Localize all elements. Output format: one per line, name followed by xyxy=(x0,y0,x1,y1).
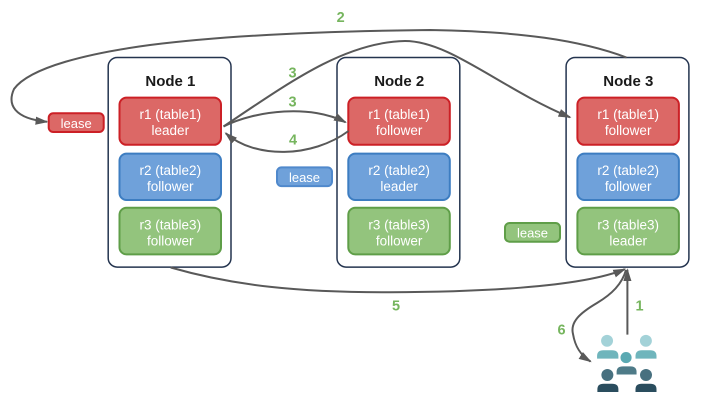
svg-text:5: 5 xyxy=(392,299,400,315)
svg-text:leader: leader xyxy=(152,123,190,138)
svg-text:3: 3 xyxy=(288,95,296,111)
svg-text:1: 1 xyxy=(635,299,643,315)
svg-text:r1 (table1): r1 (table1) xyxy=(140,107,202,122)
svg-text:r3 (table3): r3 (table3) xyxy=(140,217,202,232)
svg-text:Node 3: Node 3 xyxy=(603,73,653,90)
svg-text:r3 (table3): r3 (table3) xyxy=(368,217,430,232)
svg-text:follower: follower xyxy=(376,123,423,138)
svg-text:Node 2: Node 2 xyxy=(374,73,424,90)
svg-text:lease: lease xyxy=(289,170,320,185)
svg-text:lease: lease xyxy=(61,116,92,131)
svg-text:follower: follower xyxy=(605,179,652,194)
svg-text:Node 1: Node 1 xyxy=(145,73,195,90)
svg-text:follower: follower xyxy=(605,123,652,138)
svg-text:follower: follower xyxy=(147,179,194,194)
svg-text:r3 (table3): r3 (table3) xyxy=(597,217,659,232)
svg-text:3: 3 xyxy=(288,65,296,81)
svg-text:6: 6 xyxy=(557,323,565,339)
svg-text:r1 (table1): r1 (table1) xyxy=(368,107,430,122)
svg-text:4: 4 xyxy=(289,133,297,149)
svg-text:r2 (table2): r2 (table2) xyxy=(597,163,659,178)
svg-text:leader: leader xyxy=(609,233,647,248)
svg-text:lease: lease xyxy=(517,226,548,241)
svg-text:follower: follower xyxy=(376,233,423,248)
svg-text:r2 (table2): r2 (table2) xyxy=(368,163,430,178)
svg-text:2: 2 xyxy=(337,10,345,26)
svg-text:r2 (table2): r2 (table2) xyxy=(140,163,202,178)
svg-text:follower: follower xyxy=(147,233,194,248)
svg-text:r1 (table1): r1 (table1) xyxy=(597,107,659,122)
svg-text:leader: leader xyxy=(380,179,418,194)
